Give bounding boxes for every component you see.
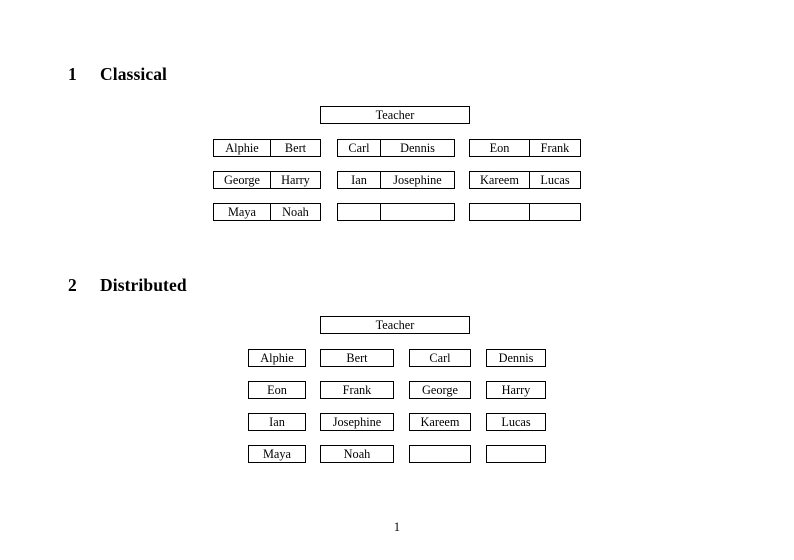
student-box: Bert bbox=[320, 349, 394, 367]
student-box: Harry bbox=[486, 381, 546, 399]
table-row: Ian Josephine bbox=[337, 171, 455, 189]
student-cell: Ian bbox=[351, 173, 367, 187]
teacher-box-classical: Teacher bbox=[320, 106, 470, 124]
student-cell-empty bbox=[338, 204, 380, 220]
section-number: 2 bbox=[68, 275, 77, 295]
page-number: 1 bbox=[393, 520, 401, 534]
student-cell-empty bbox=[380, 204, 454, 220]
table-row: Maya Noah bbox=[213, 203, 321, 221]
table-row: Kareem Lucas bbox=[469, 171, 581, 189]
student-cell: Bert bbox=[270, 140, 320, 156]
student-box: Kareem bbox=[409, 413, 471, 431]
section-heading-distributed: 2 Distributed bbox=[68, 275, 187, 295]
table-row: Eon Frank bbox=[469, 139, 581, 157]
student-cell: Carl bbox=[348, 141, 370, 155]
student-box: Ian bbox=[248, 413, 306, 431]
table-row: Carl Dennis bbox=[337, 139, 455, 157]
student-cell: Frank bbox=[529, 140, 580, 156]
section-heading-classical: 1 Classical bbox=[68, 64, 168, 84]
section-title: Classical bbox=[100, 64, 168, 84]
student-box: Noah bbox=[320, 445, 394, 463]
table-row bbox=[469, 203, 581, 221]
student-box: Josephine bbox=[320, 413, 394, 431]
student-cell-empty bbox=[529, 204, 580, 220]
student-box: Lucas bbox=[486, 413, 546, 431]
student-cell: Maya bbox=[228, 205, 256, 219]
student-box: Alphie bbox=[248, 349, 306, 367]
student-cell: Alphie bbox=[225, 141, 259, 155]
student-box: Dennis bbox=[486, 349, 546, 367]
student-box: Carl bbox=[409, 349, 471, 367]
student-cell: George bbox=[224, 173, 260, 187]
student-cell-empty bbox=[470, 204, 529, 220]
student-box-empty bbox=[486, 445, 546, 463]
student-box: Maya bbox=[248, 445, 306, 463]
student-box: Frank bbox=[320, 381, 394, 399]
student-cell: Kareem bbox=[480, 173, 519, 187]
student-cell: Josephine bbox=[380, 172, 454, 188]
student-box-empty bbox=[409, 445, 471, 463]
table-row bbox=[337, 203, 455, 221]
student-cell: Noah bbox=[270, 204, 320, 220]
teacher-box-distributed: Teacher bbox=[320, 316, 470, 334]
student-cell: Dennis bbox=[380, 140, 454, 156]
table-row: George Harry bbox=[213, 171, 321, 189]
student-box: George bbox=[409, 381, 471, 399]
student-cell: Harry bbox=[270, 172, 320, 188]
student-box: Eon bbox=[248, 381, 306, 399]
section-number: 1 bbox=[68, 64, 77, 84]
section-title: Distributed bbox=[100, 275, 187, 295]
table-row: Alphie Bert bbox=[213, 139, 321, 157]
student-cell: Eon bbox=[489, 141, 510, 155]
student-cell: Lucas bbox=[529, 172, 580, 188]
